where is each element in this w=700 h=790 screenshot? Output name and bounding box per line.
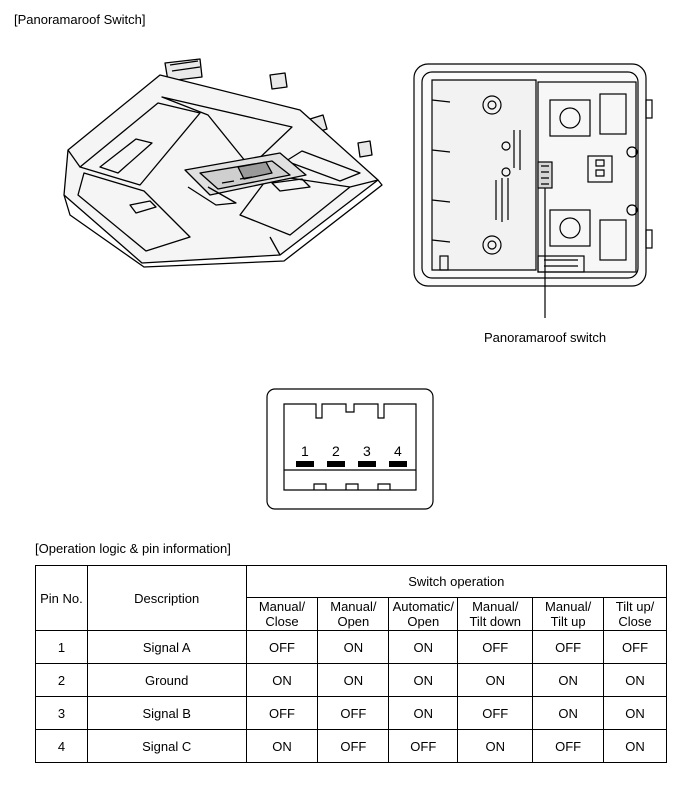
value-cell: OFF <box>317 696 390 730</box>
value-cell: ON <box>532 663 605 697</box>
value-cell: ON <box>603 663 667 697</box>
value-cell: OFF <box>532 729 605 763</box>
table-row: 2 Ground ON ON ON ON ON ON <box>35 663 667 697</box>
operation-header: Automatic/Open <box>388 597 459 631</box>
pin-cell: 1 <box>35 630 88 664</box>
description-cell: Ground <box>86 663 247 697</box>
value-cell: OFF <box>317 729 390 763</box>
value-cell: ON <box>388 696 459 730</box>
value-cell: ON <box>317 630 390 664</box>
description-cell: Signal B <box>86 696 247 730</box>
overhead-console-illustration <box>63 58 383 268</box>
value-cell: ON <box>603 696 667 730</box>
pin-cell: 3 <box>35 696 88 730</box>
console-underside-illustration <box>413 63 653 318</box>
figure-title: [Panoramaroof Switch] <box>14 12 146 27</box>
value-cell: OFF <box>603 630 667 664</box>
description-header: Description <box>86 565 247 631</box>
value-cell: ON <box>388 630 459 664</box>
pin-label: 3 <box>363 443 371 459</box>
pin-label: 1 <box>301 443 309 459</box>
description-cell: Signal A <box>86 630 247 664</box>
operation-header: Manual/Open <box>317 597 390 631</box>
operation-header: Tilt up/Close <box>603 597 667 631</box>
pin-label: 4 <box>394 443 402 459</box>
table-row: 1 Signal A OFF ON ON OFF OFF OFF <box>35 630 667 664</box>
value-cell: ON <box>457 729 534 763</box>
table-title: [Operation logic & pin information] <box>35 541 231 556</box>
value-cell: OFF <box>245 630 319 664</box>
switch-operation-header: Switch operation <box>245 565 668 598</box>
table-row: 4 Signal C ON OFF OFF ON OFF ON <box>35 729 667 763</box>
description-cell: Signal C <box>86 729 247 763</box>
value-cell: ON <box>388 663 459 697</box>
operation-header: Manual/Tilt up <box>532 597 605 631</box>
connector-pin-diagram <box>266 388 434 510</box>
pin-3-contact <box>358 461 376 467</box>
table-subheader-row: Manual/Close Manual/Open Automatic/Open … <box>36 597 667 631</box>
panoramaroof-switch-callout: Panoramaroof switch <box>484 330 607 345</box>
operation-header: Manual/Tilt down <box>457 597 534 631</box>
table-row: 3 Signal B OFF OFF ON OFF ON ON <box>35 696 667 730</box>
value-cell: ON <box>317 663 390 697</box>
table-header-row: Pin No. Description Switch operation <box>35 565 668 631</box>
operation-logic-table: Pin No. Description Switch operation Man… <box>35 565 668 763</box>
value-cell: ON <box>245 729 319 763</box>
value-cell: OFF <box>457 630 534 664</box>
pin-2-contact <box>327 461 345 467</box>
pin-cell: 2 <box>35 663 88 697</box>
value-cell: OFF <box>245 696 319 730</box>
value-cell: OFF <box>388 729 459 763</box>
pin-cell: 4 <box>35 729 88 763</box>
value-cell: ON <box>532 696 605 730</box>
value-cell: OFF <box>457 696 534 730</box>
pin-no-header: Pin No. <box>35 565 88 631</box>
pin-1-contact <box>296 461 314 467</box>
pin-4-contact <box>389 461 407 467</box>
value-cell: ON <box>603 729 667 763</box>
value-cell: ON <box>245 663 319 697</box>
value-cell: ON <box>457 663 534 697</box>
pin-label: 2 <box>332 443 340 459</box>
value-cell: OFF <box>532 630 605 664</box>
operation-header: Manual/Close <box>245 597 319 631</box>
